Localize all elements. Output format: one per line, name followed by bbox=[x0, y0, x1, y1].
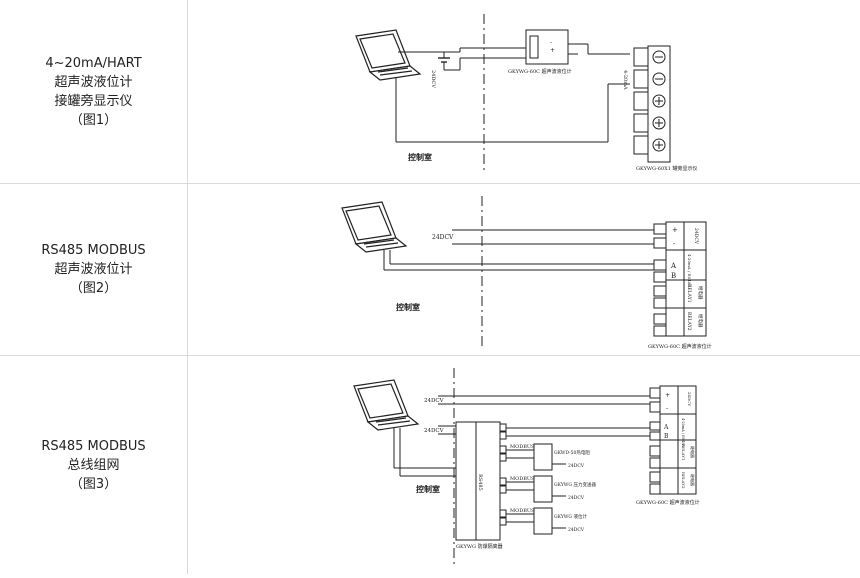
power-label-top: 24DCV bbox=[424, 398, 445, 404]
terminal-label-relay2: RELAY2 bbox=[686, 312, 692, 331]
terminal-label-signal: 4-20mA / RS485 bbox=[681, 418, 685, 447]
laptop-icon bbox=[353, 379, 420, 431]
device-terminal-block bbox=[649, 385, 697, 495]
caption-cell-fig1: 4~20mA/HART 超声波液位计 接罐旁显示仪 （图1） bbox=[0, 0, 188, 183]
display-label: GKYWG-60X1 罐旁显示仪 bbox=[636, 165, 698, 172]
display-terminal-block bbox=[633, 45, 671, 163]
room-label: 控制室 bbox=[396, 302, 420, 312]
modbus-label: MODBUS bbox=[510, 508, 535, 514]
diagram-cell-fig1: 24DCV + - GKYWG-60C 超声波液位计 bbox=[188, 0, 860, 183]
terminal-label-relay2: RELAY2 bbox=[681, 472, 686, 489]
caption-line: RS485 MODBUS bbox=[41, 243, 146, 258]
caption-line: （图1） bbox=[69, 112, 118, 128]
wiring-diagram-fig1: 24DCV + - GKYWG-60C 超声波液位计 bbox=[355, 14, 698, 174]
room-label: 控制室 bbox=[416, 484, 440, 494]
caption-line: 总线组网 bbox=[67, 457, 120, 473]
node-name: GKYWG 压力变送器 bbox=[554, 481, 596, 488]
device-label: GKYWG-60C 超声波液位计 bbox=[508, 68, 572, 75]
terminal-plus: + bbox=[665, 392, 670, 399]
signal-label: 4-20mA bbox=[622, 70, 628, 90]
relay-note: 继电器 bbox=[690, 446, 696, 458]
terminal-a: A bbox=[670, 262, 677, 270]
table-row-fig2: RS485 MODBUS 超声波液位计 （图2） 24DCV bbox=[0, 184, 860, 356]
terminal-minus: - bbox=[666, 405, 668, 412]
hub-label: GKYWG 防爆隔离器 bbox=[456, 543, 503, 550]
terminal-label-power: 24DCV bbox=[693, 228, 699, 245]
caption-cell-fig2: RS485 MODBUS 超声波液位计 （图2） bbox=[0, 184, 188, 355]
caption-line: （图3） bbox=[69, 476, 118, 492]
terminal-label-power: 24DCV bbox=[687, 392, 692, 406]
device-terminal-plus: + bbox=[550, 47, 555, 54]
device-label: GKYWG-60C 超声波液位计 bbox=[636, 499, 700, 506]
relay-note: 继电器 bbox=[690, 474, 696, 486]
wiring-diagram-fig2: 24DCV 控制室 bbox=[341, 196, 712, 350]
caption-line: 4~20mA/HART bbox=[45, 55, 142, 71]
device-label: GKYWG-60C 超声波液位计 bbox=[648, 343, 712, 350]
terminal-label-relay1: RELAY1 bbox=[681, 444, 686, 461]
terminal-a: A bbox=[663, 424, 669, 431]
table-row-fig1: 4~20mA/HART 超声波液位计 接罐旁显示仪 （图1） bbox=[0, 0, 860, 184]
terminal-label-relay1: RELAY1 bbox=[686, 284, 692, 303]
terminal-b: B bbox=[671, 272, 676, 280]
terminal-b: B bbox=[664, 433, 669, 440]
terminal-label-signal: 4-20mA / RS485 bbox=[687, 254, 692, 287]
caption-line: （图2） bbox=[69, 281, 118, 296]
diagram-cell-fig3: 24DCV 24DCV bbox=[188, 356, 860, 574]
caption-line: 超声波液位计 bbox=[54, 262, 133, 277]
modbus-node-2: MODBUS GKYWG 压力变送器 24DCV bbox=[506, 475, 596, 503]
relay-note: 继电器 bbox=[697, 314, 704, 328]
laptop-icon bbox=[355, 29, 422, 81]
caption-cell-fig3: RS485 MODBUS 总线组网 （图3） bbox=[0, 356, 188, 574]
caption-line: 接罐旁显示仪 bbox=[54, 93, 133, 109]
caption-line: 超声波液位计 bbox=[54, 74, 133, 90]
table-row-fig3: RS485 MODBUS 总线组网 （图3） 24DCV 24DCV bbox=[0, 356, 860, 574]
level-sensor-device: + - GKYWG-60C 超声波液位计 bbox=[508, 29, 572, 75]
power-label: 24DCV bbox=[432, 234, 454, 241]
relay-note: 继电器 bbox=[697, 286, 704, 300]
node-name: GKYWG 液位计 bbox=[554, 513, 587, 520]
modbus-label: MODBUS bbox=[510, 476, 535, 482]
room-label: 控制室 bbox=[408, 152, 432, 162]
terminal-minus: - bbox=[673, 240, 676, 248]
modbus-node-3: MODBUS GKYWG 液位计 24DCV bbox=[506, 507, 587, 535]
laptop-icon bbox=[341, 201, 408, 253]
node-name: GKWD-50热电阻 bbox=[554, 449, 590, 456]
modbus-node-1: MODBUS GKWD-50热电阻 24DCV bbox=[506, 443, 590, 471]
caption-line: RS485 MODBUS bbox=[41, 438, 146, 454]
modbus-label: MODBUS bbox=[510, 444, 535, 450]
node-power: 24DCV bbox=[568, 495, 585, 501]
wiring-diagram-fig3: 24DCV 24DCV bbox=[353, 368, 700, 566]
terminal-plus: + bbox=[672, 226, 678, 234]
hub-side-label: RS485 bbox=[477, 474, 483, 491]
node-power: 24DCV bbox=[568, 527, 585, 533]
device-terminal-block bbox=[653, 221, 707, 337]
device-terminal-minus: - bbox=[550, 39, 552, 46]
power-label: 24DCV bbox=[430, 70, 436, 88]
diagram-cell-fig2: 24DCV 控制室 bbox=[188, 184, 860, 355]
node-power: 24DCV bbox=[568, 463, 585, 469]
isolator-hub bbox=[455, 421, 507, 541]
power-label-mid: 24DCV bbox=[424, 428, 445, 434]
